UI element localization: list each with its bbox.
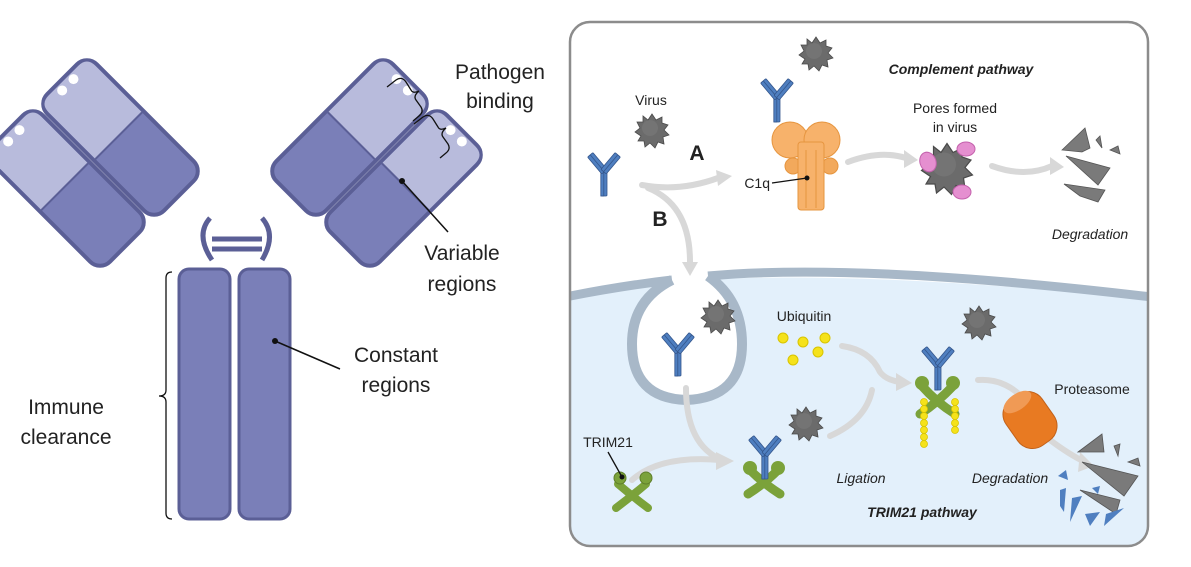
pathogen-binding-bracket-outer — [386, 77, 423, 122]
arrow-ubiquitin-merge — [839, 343, 903, 385]
arrow-pores-to-degradation — [989, 163, 1055, 175]
panel-border — [568, 20, 1150, 548]
ubiquitin-chain-left — [920, 398, 928, 448]
degradation-bottom-label: Degradation — [972, 470, 1048, 486]
variable-pointer — [399, 178, 449, 233]
degradation-top-label: Degradation — [1052, 226, 1128, 242]
route-a-label: A — [689, 142, 704, 165]
virus-label: Virus — [635, 92, 667, 108]
left-light-chain — [0, 109, 146, 268]
ligation-label: Ligation — [836, 470, 885, 486]
virus-fragments-bottom — [1058, 433, 1141, 526]
constant-regions-label-line2: regions — [362, 374, 431, 397]
pores-formed-label-line1: Pores formed — [913, 100, 997, 116]
c1q-label: C1q — [744, 175, 770, 191]
virus-fragments-top — [1061, 127, 1121, 203]
pathway-arrows — [629, 151, 1088, 483]
immune-clearance-bracket — [158, 271, 173, 520]
arrow-c1q-to-pores — [845, 151, 909, 165]
immune-clearance-label-line2: clearance — [20, 426, 111, 449]
ubiquitin-chain-right — [951, 398, 959, 434]
c1q-pointer — [771, 175, 810, 184]
arrow-complex-merge — [827, 387, 875, 439]
pores-formed-label-line2: in virus — [933, 119, 977, 135]
left-heavy-chain — [41, 58, 200, 217]
proteasome — [1002, 390, 1058, 449]
arrow-b — [645, 185, 693, 265]
ubiquitin-cluster — [777, 332, 831, 366]
trim21-label: TRIM21 — [583, 434, 633, 450]
ubiquitin-label: Ubiquitin — [777, 308, 831, 324]
antibody-structure: Pathogen binding Variable regions Consta… — [0, 58, 545, 521]
variable-regions-label-line2: regions — [428, 273, 497, 296]
trim21-pathway-title: TRIM21 pathway — [867, 504, 978, 520]
arrowheads — [682, 150, 1094, 472]
pathogen-binding-label-line2: binding — [466, 90, 534, 113]
proteasome-label: Proteasome — [1054, 381, 1130, 397]
constant-pointer — [272, 338, 341, 370]
route-b-label: B — [652, 208, 667, 231]
complement-pathway-title: Complement pathway — [889, 61, 1035, 77]
constant-regions-label-line1: Constant — [354, 344, 438, 367]
ubiquitinated-complex — [915, 305, 997, 448]
constant-region-left — [177, 267, 232, 521]
virus-with-pores — [919, 141, 976, 200]
immune-clearance-label-line1: Immune — [28, 396, 104, 419]
hinge-region — [200, 216, 272, 262]
trim21-antibody-complex — [743, 406, 824, 499]
arrow-trim21-to-complex — [629, 456, 723, 483]
variable-regions-label-line1: Variable — [424, 242, 500, 265]
constant-region-right — [237, 267, 292, 521]
arrow-endosome-down — [683, 385, 725, 463]
pathways-panel: Virus A B C1q Complement pathway Pores f… — [568, 20, 1150, 548]
cell-membrane-right — [707, 267, 1148, 303]
trim21-pointer — [607, 451, 625, 480]
c1q-complex — [771, 121, 841, 211]
pathogen-binding-bracket-inner — [413, 114, 450, 159]
pathogen-binding-label-line1: Pathogen — [455, 61, 545, 84]
